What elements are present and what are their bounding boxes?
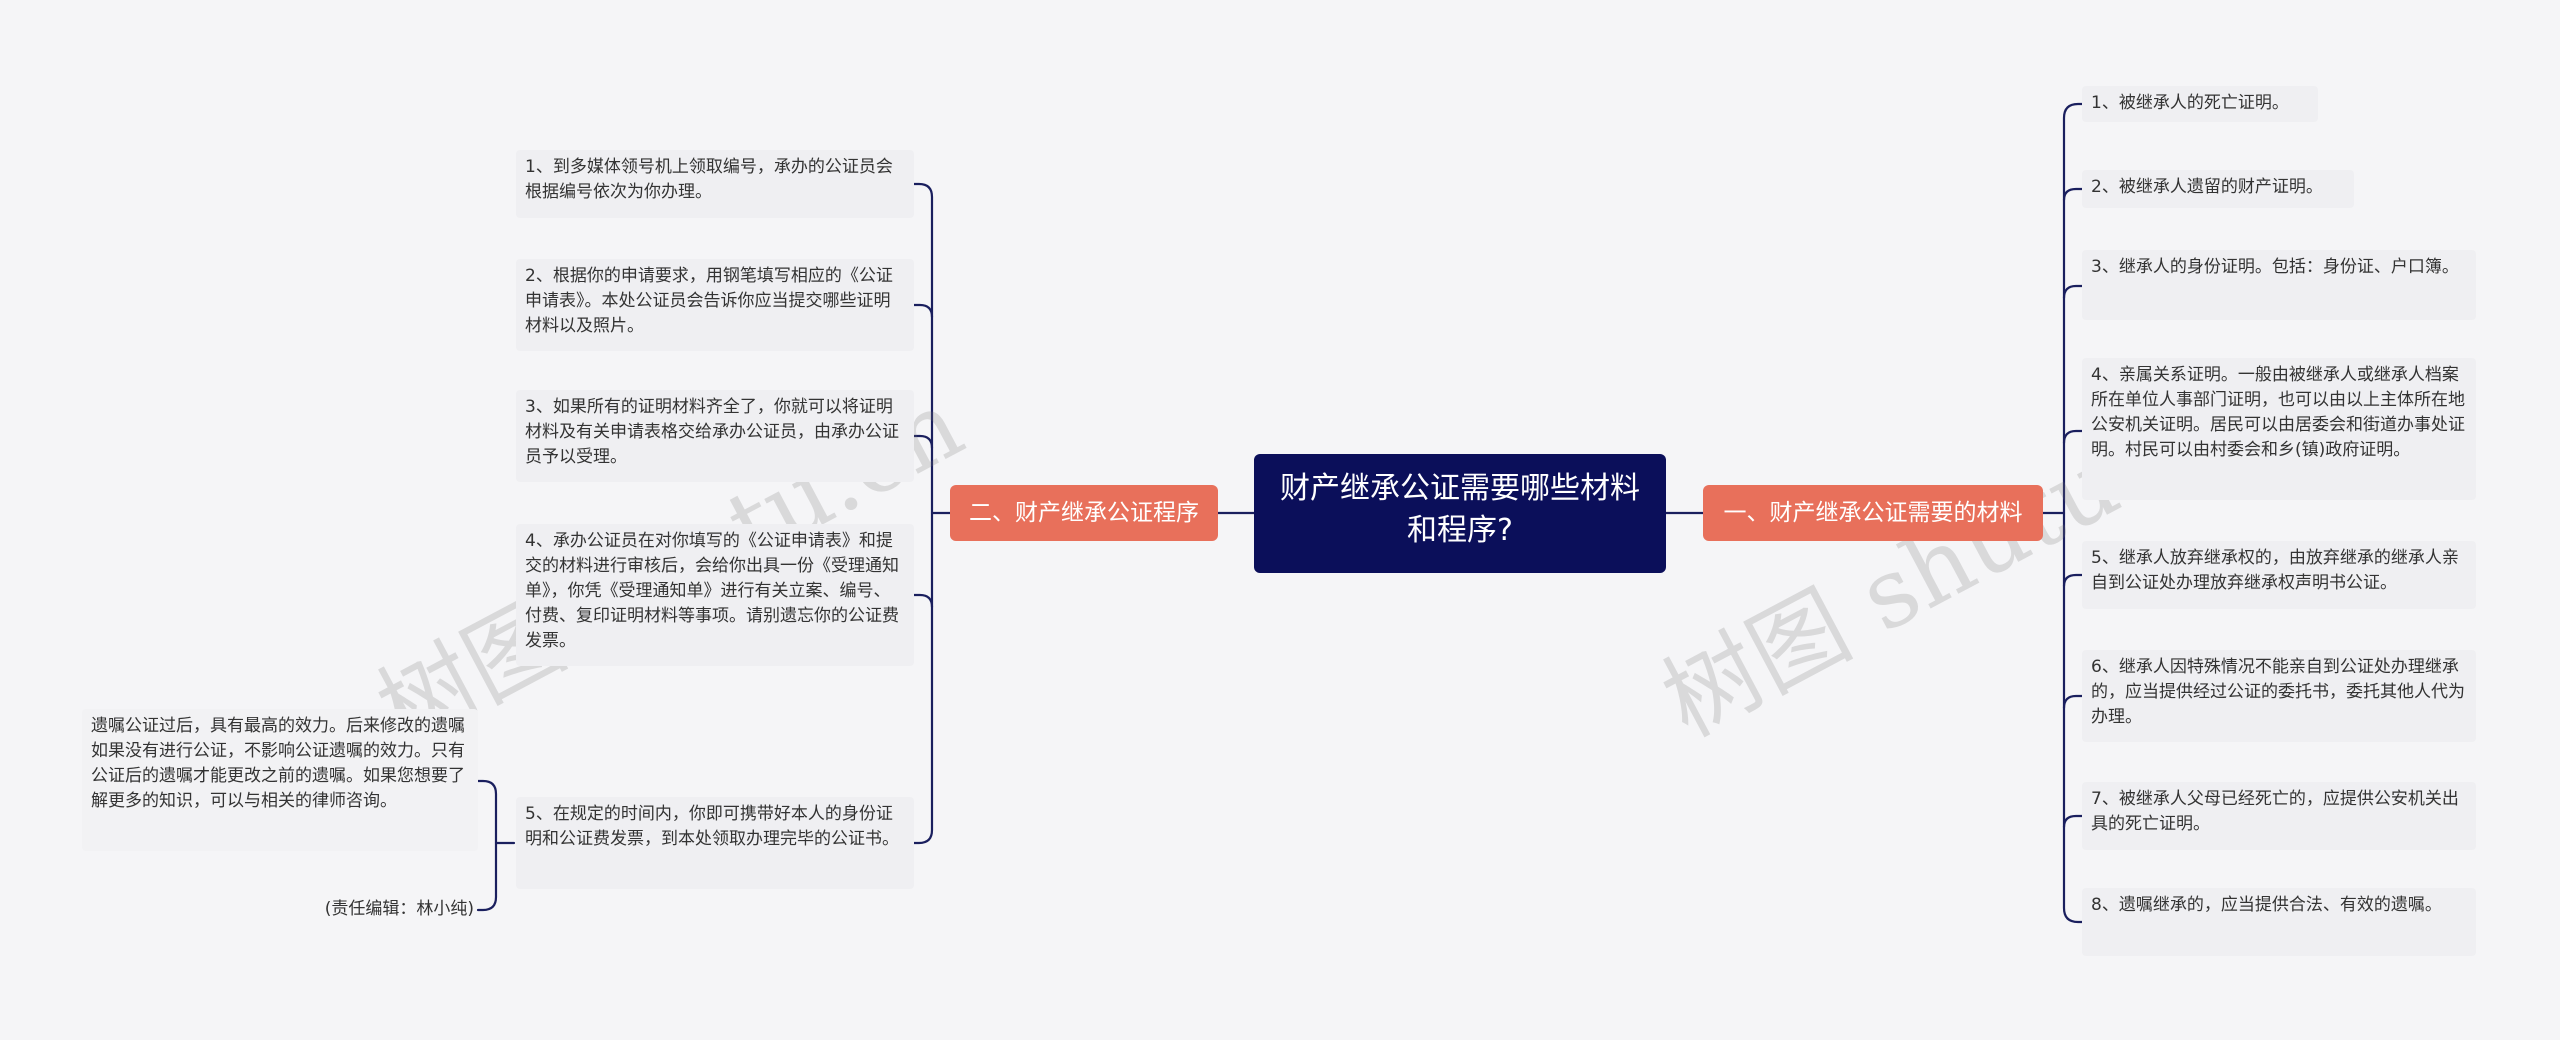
link-left-bracket (912, 182, 934, 845)
material-item-8[interactable]: 8、遗嘱继承的，应当提供合法、有效的遗嘱。 (2082, 888, 2476, 956)
material-item-4[interactable]: 4、亲属关系证明。一般由被继承人或继承人档案所在单位人事部门证明，也可以由以上主… (2082, 358, 2476, 500)
procedure-step-3[interactable]: 3、如果所有的证明材料齐全了，你就可以将证明材料及有关申请表格交给承办公证员，由… (516, 390, 914, 482)
link-right-item-6 (2062, 694, 2084, 710)
link-left-item-3 (912, 434, 934, 450)
link-right-item-4 (2062, 429, 2084, 445)
link-right-item-5 (2062, 573, 2084, 588)
branch-materials[interactable]: 一、财产继承公证需要的材料 (1703, 485, 2043, 541)
material-item-2[interactable]: 2、被继承人遗留的财产证明。 (2082, 170, 2354, 208)
link-right-item-2 (2062, 187, 2084, 202)
procedure-step-1[interactable]: 1、到多媒体领号机上领取编号，承办的公证员会根据编号依次为你办理。 (516, 150, 914, 218)
link-sub-bracket (476, 779, 498, 912)
material-item-3[interactable]: 3、继承人的身份证明。包括：身份证、户口簿。 (2082, 250, 2476, 320)
material-item-7[interactable]: 7、被继承人父母已经死亡的，应提供公安机关出具的死亡证明。 (2082, 782, 2476, 850)
link-left-item-2 (912, 303, 934, 319)
link-right-bracket (2062, 102, 2084, 924)
branch-procedure[interactable]: 二、财产继承公证程序 (950, 485, 1218, 541)
central-topic[interactable]: 财产继承公证需要哪些材料和程序? (1254, 454, 1666, 573)
material-item-5[interactable]: 5、继承人放弃继承权的，由放弃继承的继承人亲自到公证处办理放弃继承权声明书公证。 (2082, 541, 2476, 609)
procedure-step-2[interactable]: 2、根据你的申请要求，用钢笔填写相应的《公证申请表》。本处公证员会告诉你应当提交… (516, 259, 914, 351)
link-left-item-4 (912, 593, 934, 609)
procedure-step-5[interactable]: 5、在规定的时间内，你即可携带好本人的身份证明和公证费发票，到本处领取办理完毕的… (516, 797, 914, 889)
material-item-6[interactable]: 6、继承人因特殊情况不能亲自到公证处办理继承的，应当提供经过公证的委托书，委托其… (2082, 650, 2476, 742)
procedure-step-4[interactable]: 4、承办公证员在对你填写的《公证申请表》和提交的材料进行审核后，会给你出具一份《… (516, 524, 914, 666)
material-item-1[interactable]: 1、被继承人的死亡证明。 (2082, 86, 2318, 122)
link-right-item-7 (2062, 814, 2084, 829)
will-notarization-note[interactable]: 遗嘱公证过后，具有最高的效力。后来修改的遗嘱如果没有进行公证，不影响公证遗嘱的效… (82, 709, 478, 851)
editor-credit: (责任编辑：林小纯) (324, 899, 474, 919)
link-right-item-3 (2062, 284, 2084, 300)
